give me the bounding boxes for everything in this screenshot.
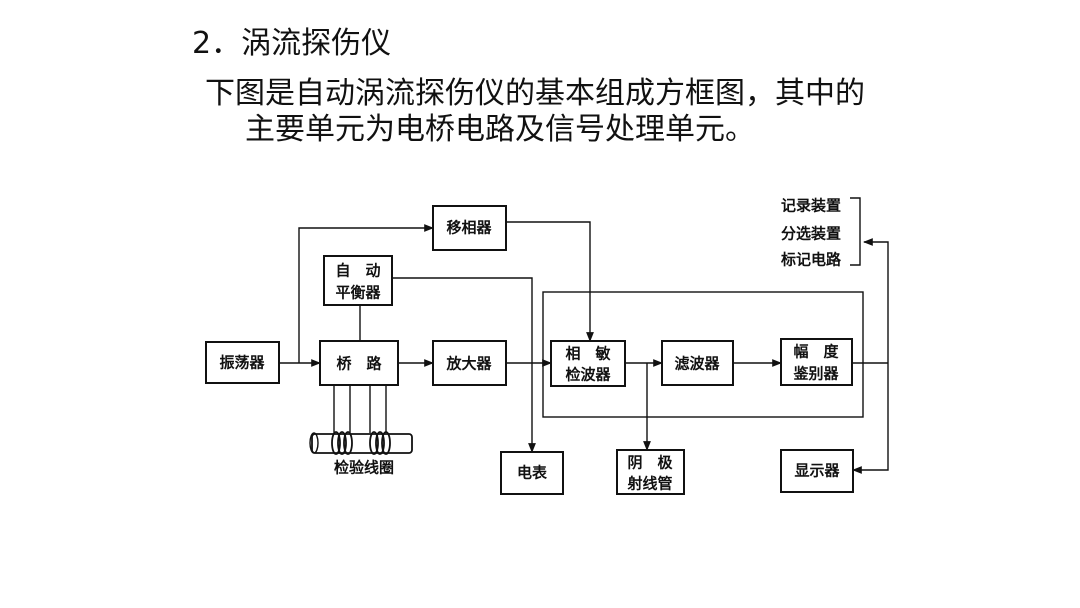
crt-label-2: 射线管 (626, 475, 672, 493)
inspection-coil: 检验线圈 (309, 431, 413, 477)
crt-label-1: 阴 极 (627, 454, 673, 472)
block-meter: 电表 (500, 451, 564, 495)
amplitude-label-2: 鉴别器 (792, 365, 839, 383)
auto-balancer-label-1: 自 动 (335, 262, 380, 280)
slide-heading: 2．涡流探伤仪 (192, 26, 392, 61)
description-line-2: 主要单元为电桥电路及信号处理单元。 (245, 112, 755, 147)
block-filter: 滤波器 (661, 340, 734, 386)
phase-shifter-label: 移相器 (446, 219, 492, 237)
connections (279, 197, 889, 474)
phase-detector-label-1: 相 敏 (565, 345, 611, 363)
amplitude-label-1: 幅 度 (793, 343, 839, 361)
meter-label: 电表 (517, 464, 548, 482)
block-crt: 阴 极 射线管 (616, 449, 685, 495)
coil-label: 检验线圈 (334, 459, 394, 477)
side-label-sorter: 分选装置 (781, 225, 841, 243)
block-phase-shifter: 移相器 (432, 205, 507, 251)
auto-balancer-label-2: 平衡器 (335, 284, 381, 302)
block-bridge: 桥 路 (319, 340, 399, 386)
side-label-marker: 标记电路 (780, 251, 842, 269)
phase-detector-label-2: 检波器 (565, 366, 611, 384)
description-line-1: 下图是自动涡流探伤仪的基本组成方框图，其中的 (205, 76, 865, 111)
block-phase-detector: 相 敏 检波器 (550, 340, 626, 387)
output-devices: 记录装置 分选装置 标记电路 (780, 197, 842, 269)
block-amplifier: 放大器 (432, 340, 507, 386)
coil-wires (333, 385, 387, 433)
oscillator-label: 振荡器 (219, 354, 265, 372)
side-label-recorder: 记录装置 (781, 197, 841, 215)
amplifier-label: 放大器 (445, 355, 492, 373)
block-amplitude-discriminator: 幅 度 鉴别器 (780, 338, 853, 386)
display-label: 显示器 (794, 462, 840, 480)
block-auto-balancer: 自 动 平衡器 (323, 255, 393, 306)
bridge-label: 桥 路 (336, 355, 382, 373)
filter-label: 滤波器 (674, 355, 720, 373)
block-oscillator: 振荡器 (205, 341, 280, 384)
block-display: 显示器 (780, 449, 854, 493)
